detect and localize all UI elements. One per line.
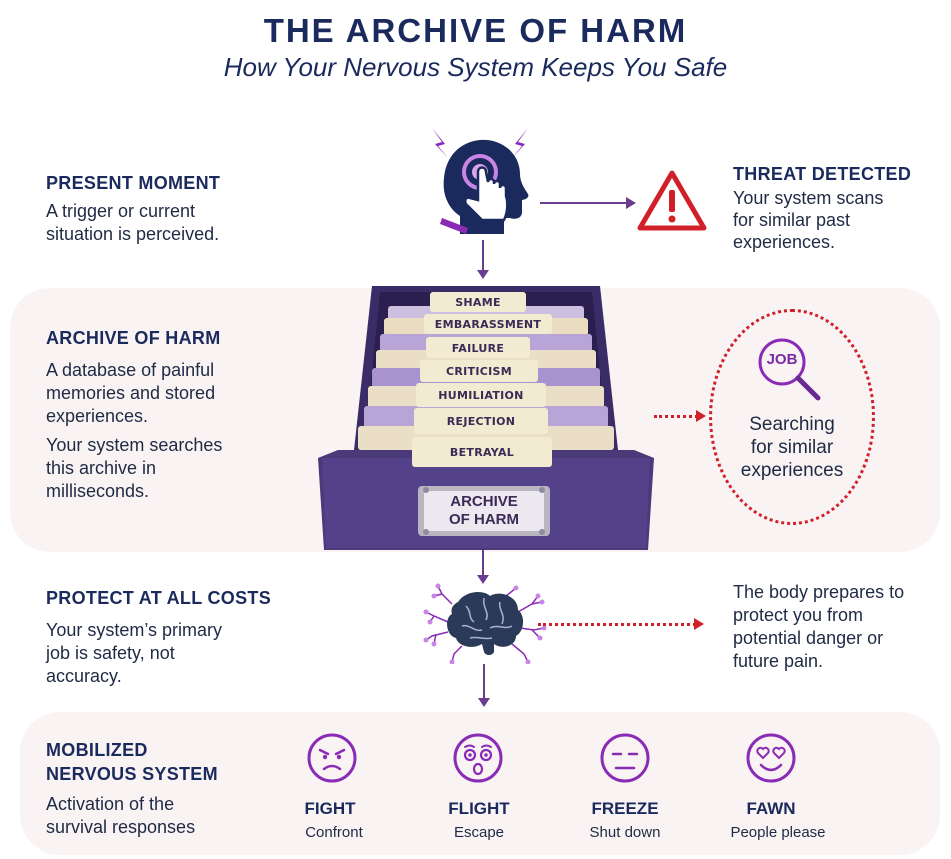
mobilized-text: Activation of the survival responses xyxy=(46,793,195,839)
magnifier-job-icon xyxy=(758,338,821,401)
arrow-brain-to-mobilized xyxy=(483,664,485,700)
job-text: JOB xyxy=(766,351,798,368)
present-text: A trigger or current situation is percei… xyxy=(46,200,219,246)
folder-tab-criticism: CRITICISM xyxy=(420,360,538,382)
response-flight-sub: Escape xyxy=(453,824,505,841)
folder-tab-label: REJECTION xyxy=(446,415,516,428)
mobilized-line-1: Activation of the xyxy=(46,794,175,814)
page-title: THE ARCHIVE OF HARM xyxy=(263,12,688,49)
archive-heading: ARCHIVE OF HARM xyxy=(46,328,221,348)
arrow-to-search xyxy=(654,415,698,418)
protect-right-text: The body prepares to protect you from po… xyxy=(733,581,904,673)
protect-line-2: job is safety, not xyxy=(46,643,175,663)
brain-icon xyxy=(423,583,547,664)
head-touch-icon xyxy=(432,128,529,234)
folder-tab-humiliation: HUMILIATION xyxy=(416,383,546,407)
response-fawn-sub: People please xyxy=(730,824,826,841)
protect-right-line-3: potential danger or xyxy=(733,628,884,648)
archive-text-1: A database of painful memories and store… xyxy=(46,359,215,428)
mobilized-heading: MOBILIZED NERVOUS SYSTEM xyxy=(46,738,218,786)
arrow-to-threat-head xyxy=(626,197,636,209)
threat-heading: THREAT DETECTED xyxy=(733,164,912,184)
present-line-1: A trigger or current xyxy=(46,201,196,221)
protect-right-line-4: future pain. xyxy=(733,651,824,671)
threat-text: Your system scans for similar past exper… xyxy=(733,187,883,253)
arrow-to-body xyxy=(538,623,696,626)
response-fight-sub: Confront xyxy=(305,824,363,841)
search-line-2: for similar xyxy=(750,437,834,458)
folder-tab-label: HUMILIATION xyxy=(438,389,524,402)
response-freeze-sub: Shut down xyxy=(589,824,661,841)
page-subtitle: How Your Nervous System Keeps You Safe xyxy=(223,52,728,82)
archive-p2-line-1: Your system searches xyxy=(46,435,223,455)
search-line-3: experiences xyxy=(740,460,844,481)
arrow-head-to-archive xyxy=(482,240,484,272)
protect-right-line-2: protect you from xyxy=(733,605,864,625)
folder-tab-shame: SHAME xyxy=(430,292,526,312)
heart-eyes-face-icon xyxy=(746,733,796,783)
mobilized-heading-line-1: MOBILIZED xyxy=(46,740,148,760)
response-flight-label: FLIGHT xyxy=(448,799,510,818)
protect-heading: PROTECT AT ALL COSTS xyxy=(46,588,271,608)
response-fawn-label: FAWN xyxy=(746,799,796,818)
archive-text-2: Your system searches this archive in mil… xyxy=(46,434,222,503)
present-heading: PRESENT MOMENT xyxy=(46,173,221,193)
folder-tab-label: SHAME xyxy=(455,296,501,309)
folder-tab-label: FAILURE xyxy=(451,342,505,355)
protect-text: Your system’s primary job is safety, not… xyxy=(46,619,222,688)
arrow-archive-to-brain-tip xyxy=(477,575,489,584)
archive-p2-line-3: milliseconds. xyxy=(46,481,150,501)
search-line-1: Searching xyxy=(749,414,835,435)
protect-line-3: accuracy. xyxy=(46,666,122,686)
arrow-brain-to-mobilized-tip xyxy=(478,698,490,707)
folder-tab-betrayal: BETRAYAL xyxy=(412,437,552,467)
drawer-label-line-1: ARCHIVE xyxy=(450,493,518,510)
search-circle xyxy=(709,309,875,525)
protect-line-1: Your system’s primary xyxy=(46,620,223,640)
drawer-label: ARCHIVE OF HARM xyxy=(424,493,544,529)
archive-p1-line-3: experiences. xyxy=(46,406,149,426)
surprised-face-icon xyxy=(453,733,503,783)
warning-triangle-icon xyxy=(637,170,707,231)
folder-tab-label: EMBARASSMENT xyxy=(434,318,542,331)
folder-tab-embarassment: EMBARASSMENT xyxy=(424,314,552,334)
arrow-to-search-tip xyxy=(696,410,706,422)
arrow-head-to-archive-tip xyxy=(477,270,489,279)
archive-p1-line-2: memories and stored xyxy=(46,383,216,403)
threat-line-2: for similar past xyxy=(733,210,851,230)
archive-p1-line-1: A database of painful xyxy=(46,360,215,380)
protect-right-line-1: The body prepares to xyxy=(733,582,905,602)
folder-tab-label: BETRAYAL xyxy=(449,446,515,459)
threat-line-1: Your system scans xyxy=(733,188,884,208)
neutral-face-icon xyxy=(600,733,650,783)
lightning-icon xyxy=(432,128,528,158)
threat-line-3: experiences. xyxy=(733,232,836,252)
search-text: Searching for similar experiences xyxy=(712,413,872,482)
mobilized-heading-line-2: NERVOUS SYSTEM xyxy=(46,764,218,784)
folder-tab-label: CRITICISM xyxy=(446,365,512,378)
response-freeze-label: FREEZE xyxy=(591,799,659,818)
response-fight-label: FIGHT xyxy=(304,799,356,818)
arrow-archive-to-brain xyxy=(482,550,484,576)
arrow-to-body-tip xyxy=(694,618,704,630)
folder-tab-failure: FAILURE xyxy=(426,337,530,358)
arrow-to-threat xyxy=(540,202,628,204)
drawer-label-line-2: OF HARM xyxy=(449,511,519,528)
angry-face-icon xyxy=(307,733,357,783)
mobilized-line-2: survival responses xyxy=(46,817,196,837)
present-line-2: situation is perceived. xyxy=(46,224,220,244)
archive-p2-line-2: this archive in xyxy=(46,458,157,478)
folder-tab-rejection: REJECTION xyxy=(414,408,548,434)
